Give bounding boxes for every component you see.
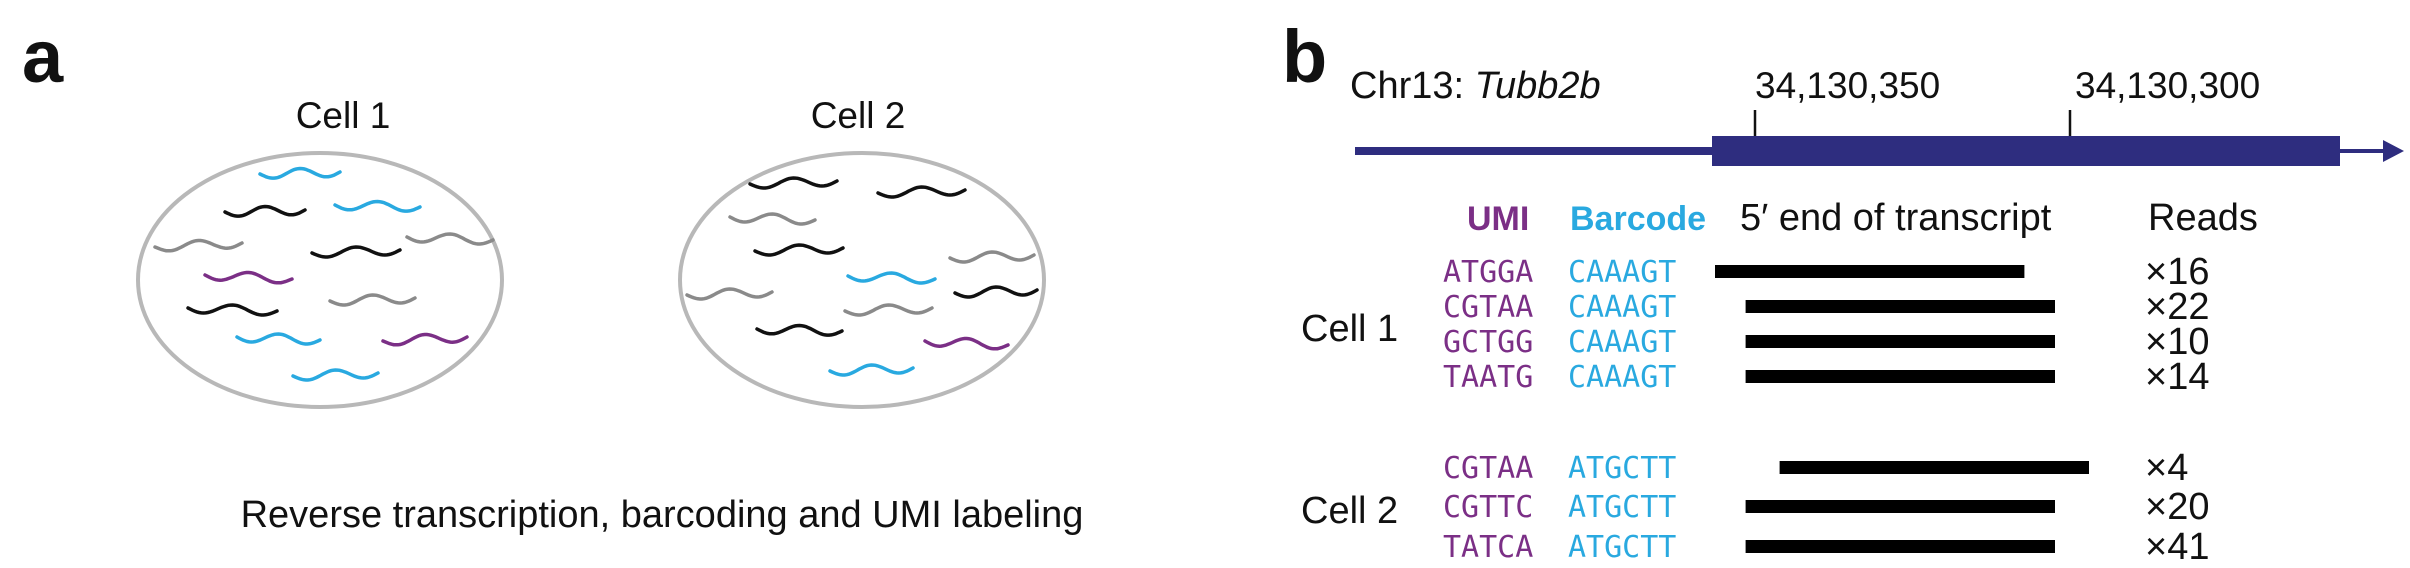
cell-1-title: Cell 1 [296, 95, 391, 136]
mrna-molecule-black [753, 243, 845, 257]
cell-1-molecules [153, 166, 495, 382]
mrna-molecule-black [748, 176, 839, 190]
barcode-sequence: CAAAGT [1568, 255, 1676, 290]
cell-1-ellipse [136, 151, 504, 409]
read-count: ×16 [2145, 251, 2209, 293]
read-count: ×10 [2145, 321, 2209, 363]
umi-sequence: GCTGG [1443, 325, 1533, 360]
chromosome-label: Chr13: [1350, 65, 1475, 107]
cell-2-ellipse [678, 151, 1046, 409]
mrna-molecule-purple [923, 336, 1010, 351]
umi-sequence: CGTTC [1443, 490, 1533, 525]
mrna-molecule-gray [685, 287, 774, 301]
mrna-molecule-purple [203, 270, 294, 285]
mrna-molecule-gray [948, 250, 1036, 264]
umi-sequence: CGTAA [1443, 290, 1533, 325]
mrna-molecule-gray [328, 293, 417, 307]
mrna-molecule-gray [153, 238, 244, 253]
cell-2-molecules [685, 176, 1039, 377]
panel-b-label: b [1282, 15, 1327, 98]
read-count: ×20 [2145, 486, 2209, 528]
direction-arrow-icon [2383, 140, 2404, 162]
read-count: ×14 [2145, 356, 2209, 398]
cell-2-title: Cell 2 [811, 95, 906, 136]
read-bar [1745, 335, 2055, 348]
umi-sequence: CGTAA [1443, 451, 1533, 486]
mrna-molecule-blue [333, 199, 422, 213]
reads-header: Reads [2148, 197, 2258, 239]
mrna-molecule-black [186, 303, 279, 317]
tick-label-2: 34,130,300 [2075, 65, 2260, 106]
barcode-sequence: ATGCTT [1568, 530, 1676, 565]
read-count: ×4 [2145, 447, 2188, 489]
barcode-sequence: ATGCTT [1568, 490, 1676, 525]
barcode-header: Barcode [1570, 200, 1706, 238]
mrna-molecule-blue [828, 363, 915, 377]
mrna-molecule-purple [381, 332, 469, 347]
read-bar [1715, 265, 2025, 278]
read-count: ×41 [2145, 526, 2209, 568]
tick-label-1: 34,130,350 [1755, 65, 1940, 106]
barcode-sequence: CAAAGT [1568, 360, 1676, 395]
read-bar [1745, 370, 2055, 383]
panel-a-caption: Reverse transcription, barcoding and UMI… [241, 494, 1084, 536]
barcode-sequence: CAAAGT [1568, 290, 1676, 325]
cell-2-group-label: Cell 2 [1301, 490, 1398, 532]
cell-1-group-label: Cell 1 [1301, 308, 1398, 350]
umi-sequence: ATGGA [1443, 255, 1533, 290]
mrna-molecule-blue [291, 368, 380, 382]
mrna-molecule-black [310, 245, 402, 259]
read-bar [1745, 300, 2055, 313]
locus-label: Chr13: Tubb2b [1350, 65, 1601, 107]
transcript-end-header: 5′ end of transcript [1740, 197, 2052, 239]
read-count: ×22 [2145, 286, 2209, 328]
panel-a-label: a [22, 15, 64, 98]
mrna-molecule-gray [843, 303, 934, 317]
barcode-sequence: ATGCTT [1568, 451, 1676, 486]
umi-sequence: TAATG [1443, 360, 1533, 395]
read-bar [1779, 461, 2089, 474]
mrna-molecule-gray [405, 232, 495, 246]
read-bar [1745, 500, 2055, 513]
mrna-molecule-blue [235, 332, 322, 346]
mrna-molecule-gray [728, 212, 817, 226]
mrna-molecule-black [223, 204, 307, 218]
umi-header: UMI [1467, 200, 1529, 238]
mrna-molecule-blue [258, 166, 342, 180]
gene-name: Tubb2b [1475, 65, 1601, 107]
mrna-molecule-black [876, 185, 967, 199]
read-bar [1745, 540, 2055, 553]
gene-exon-block [1712, 136, 2340, 166]
umi-sequence: TATCA [1443, 530, 1533, 565]
mrna-molecule-blue [846, 271, 937, 285]
mrna-molecule-black [953, 285, 1039, 299]
barcode-sequence: CAAAGT [1568, 325, 1676, 360]
mrna-molecule-black [755, 323, 844, 337]
